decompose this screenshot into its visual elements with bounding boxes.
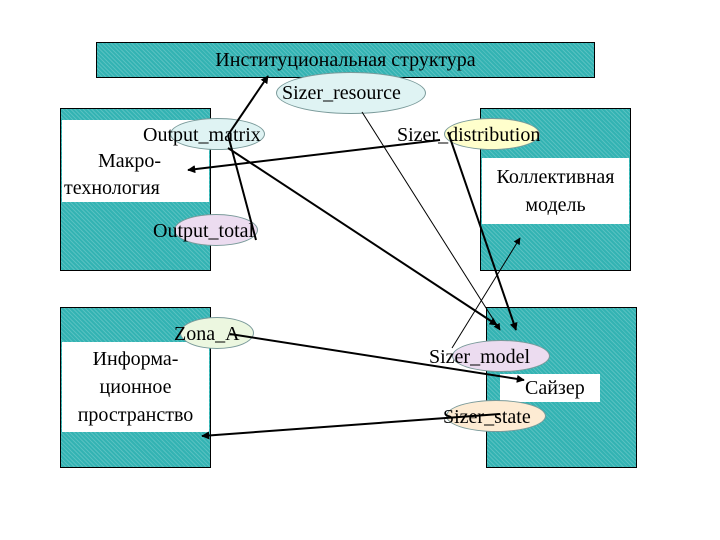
information-space-label-line3: пространство	[77, 404, 194, 426]
arrow-output-total-to-structure	[227, 75, 269, 136]
zona-a-label: Zona_A	[174, 323, 240, 345]
sizer-distribution-label: Sizer_distribution	[397, 124, 541, 146]
arrow-distribution-to-macro	[187, 139, 441, 174]
sizer-resource-port	[276, 72, 426, 114]
institutional-structure-label: Институциональная структура	[215, 49, 476, 71]
sizer-state-label: Sizer_state	[443, 406, 531, 428]
output-matrix-port	[170, 118, 265, 150]
output-total-label: Output_total	[153, 220, 255, 242]
macro-technology-label-line2: технология	[64, 177, 160, 199]
collective-model-label-line1: Коллективная	[496, 166, 615, 188]
information-space-label-line1: Информа-	[92, 348, 179, 370]
arrow-zona-to-sizer	[229, 333, 525, 383]
output-total-port	[174, 214, 258, 246]
arrow-state-to-info	[201, 413, 501, 440]
zona-a-port	[180, 317, 254, 349]
arrow-matrix-to-sizer	[227, 147, 498, 326]
arrow-distribution-to-sizer	[447, 131, 518, 331]
sizer-distribution-port	[444, 118, 540, 150]
arrow-resource-to-sizer	[361, 111, 501, 331]
sizer-model-label: Sizer_model	[429, 346, 531, 368]
macro-technology-label-line1: Макро-	[98, 150, 162, 172]
information-space-label-line2: ционное	[99, 376, 172, 398]
sizer-resource-label: Sizer_resource	[282, 82, 401, 104]
collective-model-label-line2: модель	[525, 194, 586, 216]
institutional-structure-box	[96, 42, 595, 78]
sizer-label: Сайзер	[525, 377, 585, 399]
arrow-model-to-collective	[451, 237, 521, 349]
output-matrix-label: Output_matrix	[143, 124, 261, 146]
line-matrix-to-total	[227, 134, 257, 241]
sizer-model-port	[452, 340, 550, 372]
